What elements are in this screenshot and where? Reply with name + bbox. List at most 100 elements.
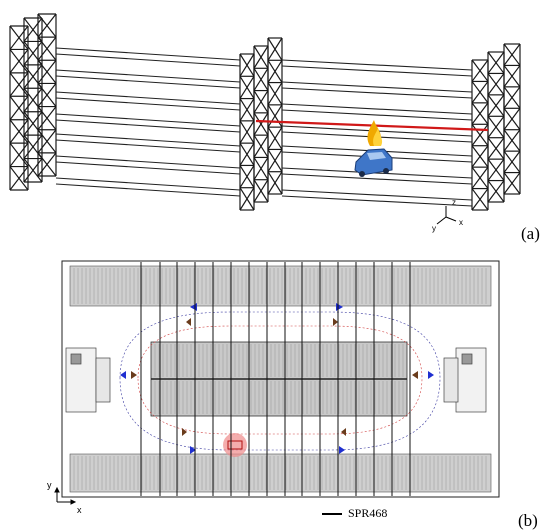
truss-brace: [253, 67, 269, 91]
truss-brace: [23, 87, 43, 113]
beam: [55, 113, 241, 127]
beam: [281, 65, 473, 77]
truss-brace: [23, 111, 43, 136]
truss-brace: [487, 137, 505, 160]
beam: [55, 47, 241, 61]
truss-brace: [487, 94, 505, 117]
truss-brace: [253, 112, 269, 136]
truss-brace: [9, 95, 29, 121]
truss-brace: [239, 98, 255, 122]
beam: [55, 53, 241, 67]
truss-brace: [37, 129, 57, 154]
axis-y-label: y: [432, 224, 436, 233]
beam: [55, 75, 241, 89]
top-parking-row: [69, 265, 492, 307]
beam: [281, 189, 473, 201]
panel-a-3d-structure: [9, 13, 521, 225]
axis-triad-3d: [436, 206, 457, 225]
beam: [55, 69, 241, 83]
truss-brace: [239, 142, 255, 166]
legend-label: SPR468: [348, 506, 388, 520]
beam: [55, 119, 241, 133]
truss-brace: [9, 72, 29, 97]
fire-zone: [223, 433, 247, 457]
beam: [281, 195, 473, 207]
plan-axis-x-label: x: [77, 505, 82, 515]
beam: [55, 97, 241, 111]
truss-brace: [253, 134, 269, 158]
truss-brace: [239, 120, 255, 144]
truss-brace: [37, 106, 57, 131]
beam: [281, 109, 473, 121]
truss-brace: [471, 188, 489, 211]
truss-brace: [9, 166, 29, 191]
beam: [281, 59, 473, 71]
truss-brace: [9, 119, 29, 144]
truss-brace: [267, 149, 283, 173]
truss-brace: [9, 142, 29, 167]
panel-b-plan-view: [54, 260, 500, 505]
truss-brace: [23, 64, 43, 89]
truss-brace: [487, 51, 505, 74]
truss-brace: [471, 59, 489, 82]
truss-brace: [487, 180, 505, 203]
bottom-parking-row: [69, 453, 492, 493]
truss-brace: [267, 37, 283, 61]
truss-brace: [503, 150, 521, 173]
truss-brace: [239, 75, 255, 99]
truss-brace: [239, 53, 255, 77]
truss-brace: [487, 115, 505, 139]
legend-line-swatch: [322, 512, 342, 515]
truss-brace: [23, 158, 43, 183]
truss-brace: [23, 134, 43, 159]
truss-brace: [23, 17, 43, 42]
truss-brace: [471, 81, 489, 104]
panel-a-label: (a): [521, 224, 540, 243]
truss-brace: [239, 165, 255, 189]
panel-b-label: (b): [518, 511, 538, 530]
right-ramp: [443, 347, 487, 413]
truss-brace: [267, 126, 283, 150]
truss-brace: [471, 145, 489, 168]
truss-brace: [253, 45, 269, 69]
burning-car-icon: [354, 148, 393, 177]
truss-brace: [471, 102, 489, 125]
legend: SPR468: [322, 506, 387, 521]
truss-brace: [503, 86, 521, 109]
truss-brace: [503, 172, 521, 195]
beam: [55, 91, 241, 105]
beam: [55, 177, 241, 191]
truss-brace: [9, 49, 29, 74]
truss-brace: [253, 179, 269, 203]
beam: [55, 183, 241, 197]
driving-path: [119, 311, 441, 451]
truss-brace: [37, 152, 57, 177]
truss-brace: [503, 65, 521, 88]
truss-brace: [267, 59, 283, 83]
left-ramp: [65, 347, 111, 413]
beam: [281, 103, 473, 115]
truss-brace: [267, 171, 283, 195]
truss-brace: [239, 187, 255, 211]
truss-brace: [503, 43, 521, 66]
truss-brace: [253, 90, 269, 114]
truss-brace: [9, 25, 29, 50]
truss-brace: [37, 59, 57, 84]
beam: [55, 155, 241, 169]
beam: [55, 133, 241, 147]
beam: [281, 81, 473, 93]
axis-triad-plan: [54, 486, 77, 505]
truss-brace: [487, 158, 505, 181]
truss-brace: [37, 36, 57, 61]
truss-brace: [23, 41, 43, 66]
truss-brace: [471, 123, 489, 147]
truss-brace: [503, 129, 521, 152]
plan-axis-y-label: y: [47, 480, 52, 490]
truss-brace: [37, 83, 57, 107]
beam: [281, 173, 473, 185]
truss-brace: [37, 13, 57, 38]
beam: [55, 139, 241, 153]
truss-brace: [487, 73, 505, 96]
beam: [55, 161, 241, 175]
